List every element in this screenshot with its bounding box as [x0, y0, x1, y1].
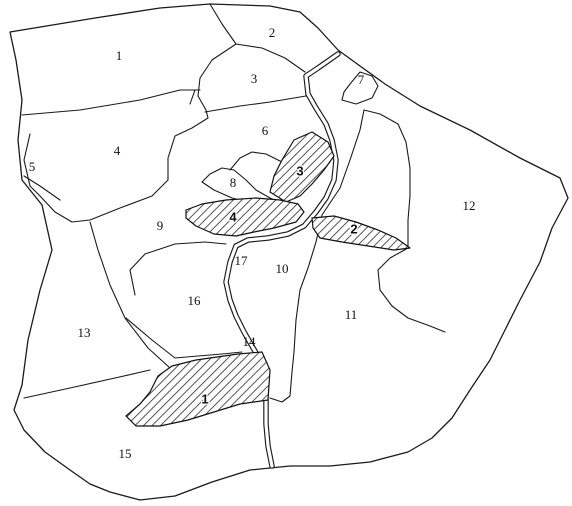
region-labels: 1 2 3 4 5 6 7 8 9 10 11 12 13 14 15 16 1…	[29, 25, 476, 461]
region-label-8: 8	[230, 175, 237, 190]
region-label-12: 12	[463, 198, 476, 213]
map-outer-boundary	[9, 3, 569, 501]
region-label-10: 10	[276, 261, 289, 276]
site-label-1: 1	[201, 391, 208, 406]
site-label-3: 3	[296, 163, 303, 178]
region-label-3: 3	[251, 71, 258, 86]
hatched-site-2	[311, 215, 411, 251]
region-label-7: 7	[358, 72, 365, 87]
region-label-15: 15	[119, 446, 132, 461]
region-label-16: 16	[188, 293, 202, 308]
region-label-9: 9	[157, 218, 164, 233]
hatched-site-4	[185, 197, 305, 237]
region-label-5: 5	[29, 159, 36, 174]
region-label-4: 4	[114, 143, 121, 158]
region-label-14: 14	[243, 334, 257, 349]
hatched-sites	[125, 131, 411, 427]
region-label-11: 11	[345, 307, 358, 322]
region-label-1: 1	[116, 48, 123, 63]
region-boundaries	[21, 3, 446, 403]
region-label-2: 2	[269, 25, 276, 40]
hatched-site-3	[269, 131, 335, 203]
region-label-6: 6	[262, 123, 269, 138]
region-label-17: 17	[235, 253, 249, 268]
region-label-13: 13	[78, 325, 91, 340]
site-labels: 1 2 3 4	[200, 162, 359, 408]
hatched-site-1	[125, 351, 271, 427]
site-label-4: 4	[229, 209, 237, 224]
site-label-2: 2	[350, 221, 357, 236]
